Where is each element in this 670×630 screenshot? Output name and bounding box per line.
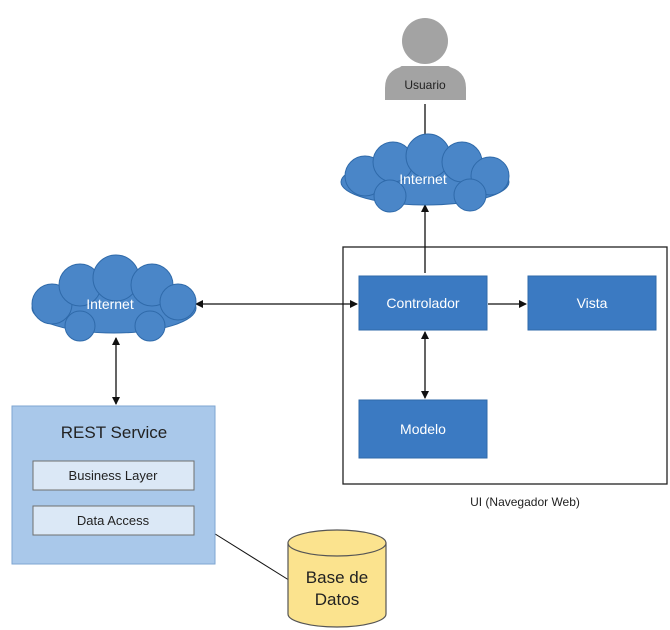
user-icon [385, 18, 466, 100]
data-access-box [32, 505, 195, 536]
internet-left-cloud [31, 254, 197, 342]
internet-top-label: Internet [399, 171, 447, 187]
data-access-label: Data Access [77, 513, 150, 528]
business-layer-box [32, 460, 195, 491]
modelo-label: Modelo [400, 421, 446, 437]
user-label: Usuario [404, 78, 446, 92]
database-label-line2: Datos [315, 590, 359, 609]
modelo-box [358, 399, 488, 459]
ui-container-caption: UI (Navegador Web) [470, 495, 580, 509]
rest-service-label: REST Service [61, 423, 167, 442]
vista-box [527, 275, 657, 331]
controlador-box [358, 275, 488, 331]
internet-top-cloud [340, 133, 510, 213]
vista-label: Vista [577, 295, 608, 311]
database-label-line1: Base de [306, 568, 368, 587]
internet-left-label: Internet [86, 296, 134, 312]
business-layer-label: Business Layer [69, 468, 159, 483]
controlador-label: Controlador [386, 295, 459, 311]
database-cylinder [287, 529, 387, 628]
